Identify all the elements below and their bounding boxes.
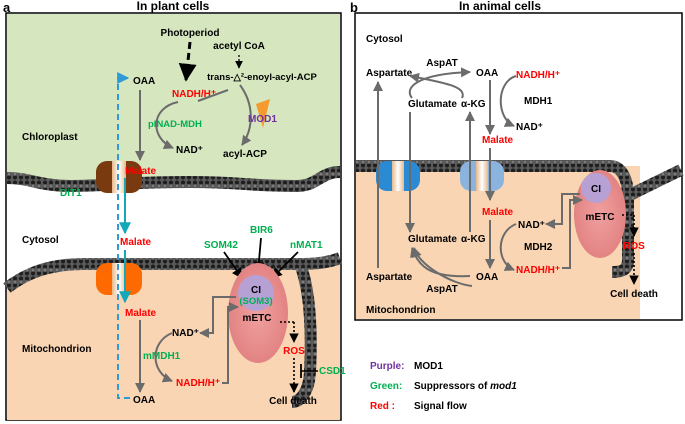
b-nadh-bottom: NADH/H⁺ [516, 265, 560, 276]
chloroplast-malate: Malate [125, 166, 157, 177]
acyl-acp-label: acyl-ACP [223, 149, 267, 160]
photoperiod-arrow [178, 41, 197, 82]
legend-green-prefix: Suppressors of [414, 381, 490, 392]
legend-red-value: Signal flow [414, 401, 467, 412]
mito-nadh: NADH/H⁺ [176, 378, 220, 389]
b-ci-to-nad-arrow [545, 193, 580, 229]
chloroplast-oaa: OAA [133, 76, 155, 87]
cytosol-label: Cytosol [22, 235, 59, 246]
b-aspat-top: AspAT [426, 58, 457, 69]
b-aspartate-bottom: Aspartate [366, 272, 413, 283]
panel-a-letter: a [3, 0, 11, 15]
legend-green-italic: mod1 [490, 381, 517, 392]
b-aspat-top-arc-left [408, 67, 471, 99]
b-glutamate-bottom: Glutamate [408, 234, 457, 245]
som42-arrow [223, 251, 243, 279]
b-transporter-lightblue [460, 161, 504, 191]
acetyl-coa-label: acetyl CoA [213, 41, 265, 52]
mod1-label: MOD1 [248, 114, 277, 125]
b-nad-top: NAD⁺ [516, 122, 543, 133]
legend-red-key: Red : [370, 401, 395, 412]
b-nadh-to-ci-arrow [562, 195, 583, 269]
panel-b-letter: b [350, 0, 358, 15]
mito-malate: Malate [125, 308, 157, 319]
b-glutamate-top: Glutamate [408, 99, 457, 110]
ci-to-nad-arrow [199, 296, 236, 338]
chloroplast-nad: NAD⁺ [176, 145, 203, 156]
b-mdh2: MDH2 [524, 242, 553, 253]
metc-label: mETC [243, 313, 272, 324]
ci-circle [238, 275, 274, 311]
b-oaa-top: OAA [476, 68, 498, 79]
csd1-label: CSD1 [319, 366, 346, 377]
som42-label: SOM42 [204, 240, 238, 251]
b-malate-top: Malate [482, 135, 514, 146]
mito-nad: NAD⁺ [172, 328, 199, 339]
b-ros-label: ROS [623, 241, 645, 252]
b-mitochondrion-membrane-right [625, 164, 684, 202]
chloroplast-label: Chloroplast [22, 132, 78, 143]
nadh-to-nad-arrow [155, 101, 179, 149]
nmat1-label: nMAT1 [290, 240, 323, 251]
b-mitochondrion-label: Mitochondrion [366, 305, 435, 316]
b-aspartate-top: Aspartate [366, 68, 413, 79]
b-ci-label: CI [591, 184, 601, 195]
enoyl-reduction-arrow [239, 84, 252, 146]
oaa-return-shuttle-arrow [117, 72, 130, 399]
bir6-label: BIR6 [250, 225, 273, 236]
mitochondrion-outer-membrane [3, 252, 343, 293]
nad-to-nadh-arrow [154, 332, 173, 383]
b-mdh1: MDH1 [524, 96, 553, 107]
b-metc-label: mETC [586, 212, 615, 223]
b-cell-death-label: Cell death [610, 289, 658, 300]
panel-b-title: In animal cells [459, 0, 541, 13]
b-ci-circle [581, 173, 611, 203]
b-nadh-top: NADH/H⁺ [516, 70, 560, 81]
b-akg-top: α-KG [461, 99, 486, 110]
b-malate-mid: Malate [482, 207, 514, 218]
mitochondrion-label: Mitochondrion [22, 344, 91, 355]
ci-label: CI [251, 285, 261, 296]
legend-green-key: Green: [370, 381, 402, 392]
chloroplast-enzyme: pINAD-MDH [148, 119, 202, 130]
b-cytosol-label: Cytosol [366, 34, 403, 45]
b-transporter-blue [376, 161, 420, 191]
ros-label: ROS [283, 346, 305, 357]
cytosol-malate: Malate [120, 237, 152, 248]
mito-enzyme: mMDH1 [143, 351, 181, 362]
nadh-to-ci-arrow [222, 302, 239, 384]
dit1-label: DiT1 [60, 188, 82, 199]
panel-b: b In animal cells Cytosol Mitochondrion … [350, 0, 684, 321]
panel-a: a In plant cells Chloroplast Cytosol Mit… [3, 0, 346, 421]
som3-label: (SOM3) [239, 296, 272, 307]
chloroplast-membrane [6, 166, 341, 193]
chloroplast-region [7, 14, 340, 186]
legend-green-value: Suppressors of mod1 [414, 381, 517, 392]
legend-purple-key: Purple: [370, 361, 404, 372]
photoperiod-label: Photoperiod [161, 28, 220, 39]
cell-death-label: Cell death [269, 396, 317, 407]
legend-purple-value: MOD1 [414, 361, 443, 372]
chloroplast-nadh: NADH/H⁺ [172, 89, 216, 100]
b-oaa-bottom: OAA [476, 272, 498, 283]
nadh-to-enoyl-link [197, 89, 229, 102]
b-akg-bottom: α-KG [461, 234, 486, 245]
mitochondrion-cristae-membrane [291, 261, 317, 408]
b-nad-to-nadh-bottom-arrow [499, 223, 517, 271]
b-nad-bottom: NAD⁺ [518, 220, 545, 231]
b-aspat-top-arc-right [409, 72, 464, 99]
mod1-marker [256, 99, 270, 128]
panel-b-frame [354, 12, 683, 321]
b-nadh-to-nad-top-arrow [499, 75, 517, 127]
b-aspat-bottom-arc-bottom [412, 247, 473, 287]
legend: Purple: MOD1 Green: Suppressors of mod1 … [370, 361, 517, 412]
mito-oaa: OAA [133, 395, 155, 406]
b-aspat-bottom: AspAT [426, 284, 457, 295]
panel-a-title: In plant cells [137, 0, 210, 13]
enoyl-acp-label: trans-△²-enoyl-acyl-ACP [207, 72, 317, 83]
